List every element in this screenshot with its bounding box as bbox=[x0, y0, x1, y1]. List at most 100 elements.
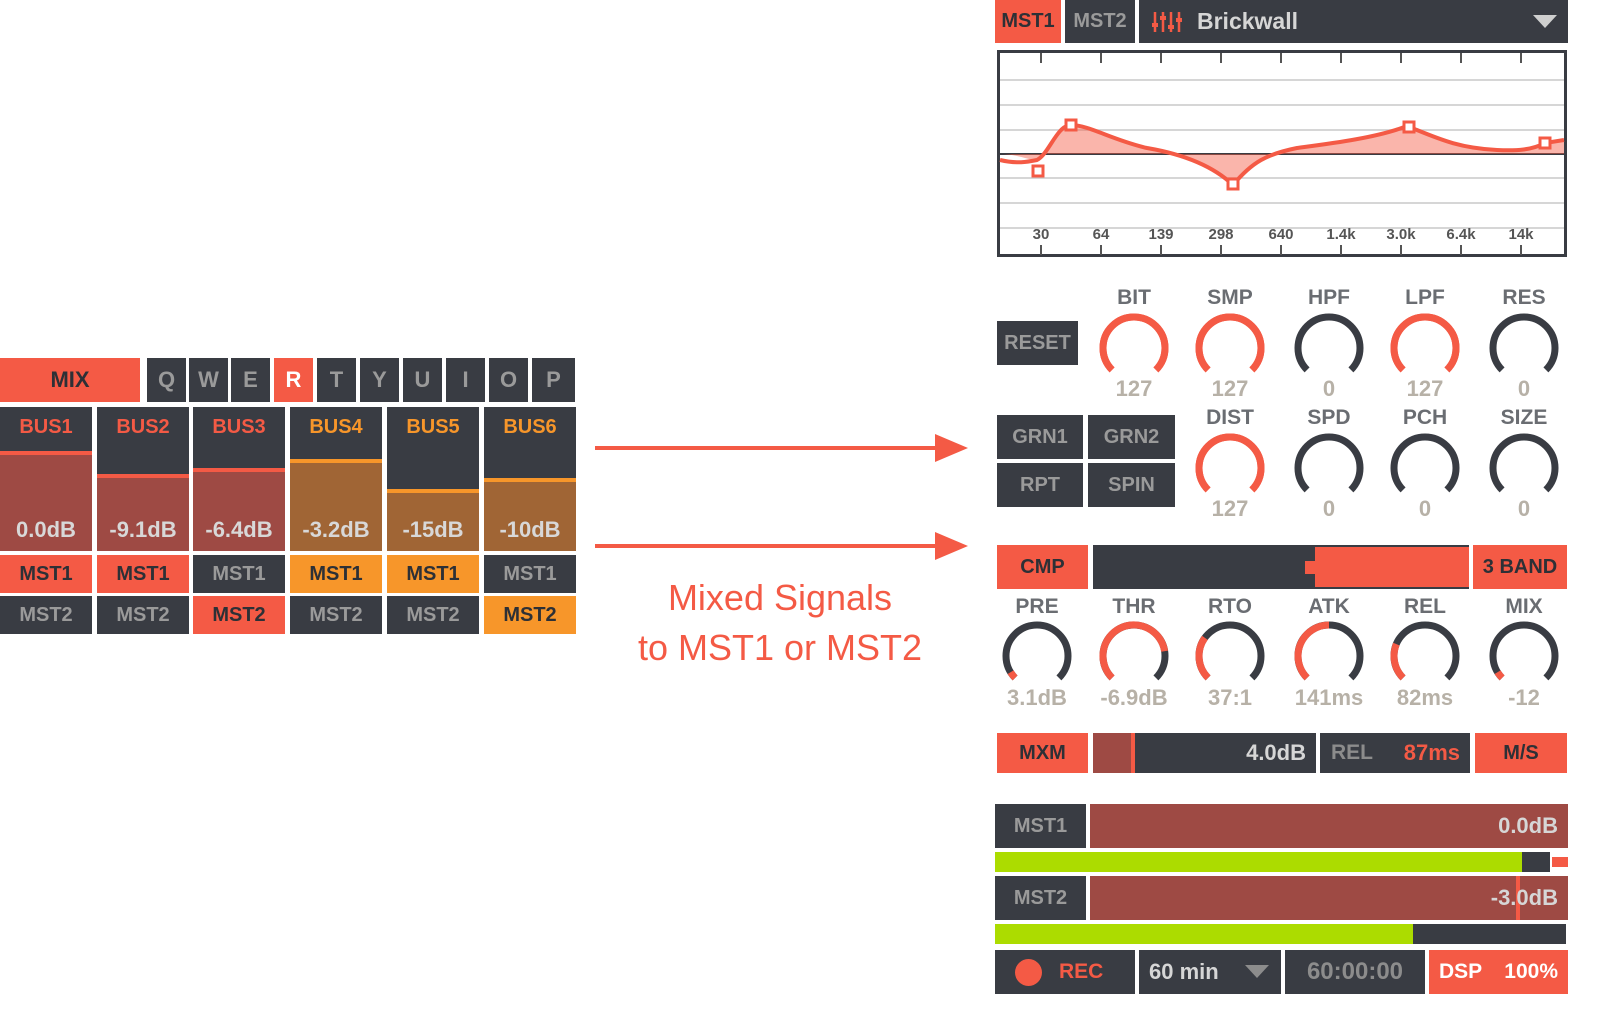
knob-label: LPF bbox=[1405, 286, 1445, 309]
knob-label: MIX bbox=[1505, 595, 1543, 618]
eq-freq-label: 6.4k bbox=[1446, 226, 1476, 243]
duration-select[interactable]: 60 min bbox=[1139, 950, 1281, 994]
output-mst1-label: MST1 bbox=[995, 804, 1086, 848]
grn2-button[interactable]: GRN2 bbox=[1088, 415, 1175, 459]
sliders-icon bbox=[1152, 12, 1182, 32]
eq-node-1[interactable] bbox=[1031, 164, 1045, 178]
knob-track bbox=[1390, 433, 1460, 493]
bus-fader[interactable]: -6.4dB bbox=[193, 447, 285, 551]
bus-mst2-button[interactable]: MST2 bbox=[97, 596, 189, 634]
eq-node-5[interactable] bbox=[1538, 136, 1552, 150]
bus-fader[interactable]: -15dB bbox=[387, 447, 479, 551]
res-knob[interactable] bbox=[1484, 310, 1564, 380]
knob-value-arc bbox=[1390, 642, 1406, 681]
cmp-button[interactable]: CMP bbox=[997, 545, 1088, 589]
record-icon bbox=[1015, 959, 1042, 986]
annotation-line1: Mixed Signals bbox=[667, 577, 893, 618]
grn1-button[interactable]: GRN1 bbox=[997, 415, 1083, 459]
key-i[interactable]: I bbox=[446, 358, 485, 402]
knob-label: SPD bbox=[1307, 406, 1351, 429]
preset-selector[interactable]: Brickwall bbox=[1139, 0, 1568, 43]
key-p[interactable]: P bbox=[532, 358, 575, 402]
mix-button[interactable]: MIX bbox=[0, 358, 140, 402]
knob-value: 3.1dB bbox=[1007, 685, 1067, 710]
spd-knob[interactable] bbox=[1289, 430, 1369, 500]
bus-mst1-button[interactable]: MST1 bbox=[387, 555, 479, 593]
key-q[interactable]: Q bbox=[147, 358, 186, 402]
tab-mst1[interactable]: MST1 bbox=[995, 0, 1061, 43]
bit-knob[interactable] bbox=[1094, 310, 1174, 380]
cmp-rto-knob[interactable] bbox=[1190, 618, 1270, 688]
bus-mst1-button[interactable]: MST1 bbox=[484, 555, 576, 593]
key-w[interactable]: W bbox=[189, 358, 228, 402]
bus-fader-fill bbox=[0, 451, 92, 551]
knob-label: REL bbox=[1404, 595, 1446, 618]
smp-knob[interactable] bbox=[1190, 310, 1270, 380]
lpf-knob[interactable] bbox=[1385, 310, 1465, 380]
knob-label: RES bbox=[1502, 286, 1546, 309]
record-button[interactable]: REC bbox=[995, 950, 1135, 994]
reset-button[interactable]: RESET bbox=[997, 321, 1078, 365]
bus-name: BUS6 bbox=[484, 407, 576, 447]
arrow-head-icon bbox=[935, 532, 968, 560]
bus-fader[interactable]: -9.1dB bbox=[97, 447, 189, 551]
tab-mst2[interactable]: MST2 bbox=[1065, 0, 1135, 43]
rpt-button[interactable]: RPT bbox=[997, 463, 1083, 507]
dsp-label: DSP bbox=[1439, 960, 1483, 983]
record-timer: 60:00:00 bbox=[1285, 950, 1425, 994]
bus-fader[interactable]: 0.0dB bbox=[0, 447, 92, 551]
cmp-atk-knob[interactable] bbox=[1289, 618, 1369, 688]
knob-value: 0 bbox=[1322, 376, 1336, 401]
bus-mst2-button[interactable]: MST2 bbox=[387, 596, 479, 634]
maximizer-gain-slider[interactable]: 4.0dB bbox=[1093, 733, 1316, 773]
bus-mst1-button[interactable]: MST1 bbox=[0, 555, 92, 593]
knob-value: 127 bbox=[1406, 376, 1444, 401]
bus-mst2-button[interactable]: MST2 bbox=[193, 596, 285, 634]
knob-label: PRE bbox=[1015, 595, 1059, 618]
bus-mst2-button[interactable]: MST2 bbox=[0, 596, 92, 634]
eq-curve-fill bbox=[1000, 125, 1564, 185]
key-o[interactable]: O bbox=[489, 358, 528, 402]
bus-fader[interactable]: -3.2dB bbox=[290, 447, 382, 551]
mst1-volume-slider[interactable]: 0.0dB bbox=[1090, 804, 1568, 848]
dist-knob[interactable] bbox=[1190, 430, 1270, 500]
mst1-clip-indicator bbox=[1552, 857, 1568, 867]
ms-button[interactable]: M/S bbox=[1475, 733, 1567, 773]
key-y[interactable]: Y bbox=[360, 358, 399, 402]
pch-knob[interactable] bbox=[1385, 430, 1465, 500]
knob-value-arc bbox=[1390, 313, 1460, 373]
key-e[interactable]: E bbox=[231, 358, 270, 402]
cmp-thr-knob[interactable] bbox=[1094, 618, 1174, 688]
bus-mst1-button[interactable]: MST1 bbox=[290, 555, 382, 593]
mst1-meter-fill bbox=[995, 852, 1523, 872]
key-t[interactable]: T bbox=[317, 358, 356, 402]
knob-value-arc bbox=[1294, 621, 1330, 681]
bus-level-value: 0.0dB bbox=[16, 517, 76, 542]
cmp-rel-knob[interactable] bbox=[1385, 618, 1465, 688]
bus-fader[interactable]: -10dB bbox=[484, 447, 576, 551]
release-control[interactable]: REL 87ms bbox=[1320, 733, 1470, 773]
size-knob[interactable] bbox=[1484, 430, 1564, 500]
output-mst2-label: MST2 bbox=[995, 876, 1086, 920]
knob-value: 82ms bbox=[1396, 685, 1454, 710]
mst2-volume-slider[interactable]: -3.0dB bbox=[1090, 876, 1568, 920]
eq-node-2[interactable] bbox=[1064, 118, 1078, 132]
bus-mst2-button[interactable]: MST2 bbox=[290, 596, 382, 634]
bus-mst2-button[interactable]: MST2 bbox=[484, 596, 576, 634]
eq-node-3[interactable] bbox=[1226, 177, 1240, 191]
cmp-pre-knob[interactable] bbox=[997, 618, 1077, 688]
bus-mst1-button[interactable]: MST1 bbox=[193, 555, 285, 593]
eq-node-4[interactable] bbox=[1402, 120, 1416, 134]
bus-mst1-button[interactable]: MST1 bbox=[97, 555, 189, 593]
knob-value-arc bbox=[1195, 313, 1265, 373]
key-r[interactable]: R bbox=[274, 358, 313, 402]
hpf-knob[interactable] bbox=[1289, 310, 1369, 380]
mxm-button[interactable]: MXM bbox=[997, 733, 1088, 773]
three-band-button[interactable]: 3 BAND bbox=[1473, 545, 1567, 589]
dsp-value: 100% bbox=[1504, 960, 1558, 983]
spin-button[interactable]: SPIN bbox=[1088, 463, 1175, 507]
key-u[interactable]: U bbox=[403, 358, 442, 402]
bus-name: BUS5 bbox=[387, 407, 479, 447]
cmp-mix-knob[interactable] bbox=[1484, 618, 1564, 688]
